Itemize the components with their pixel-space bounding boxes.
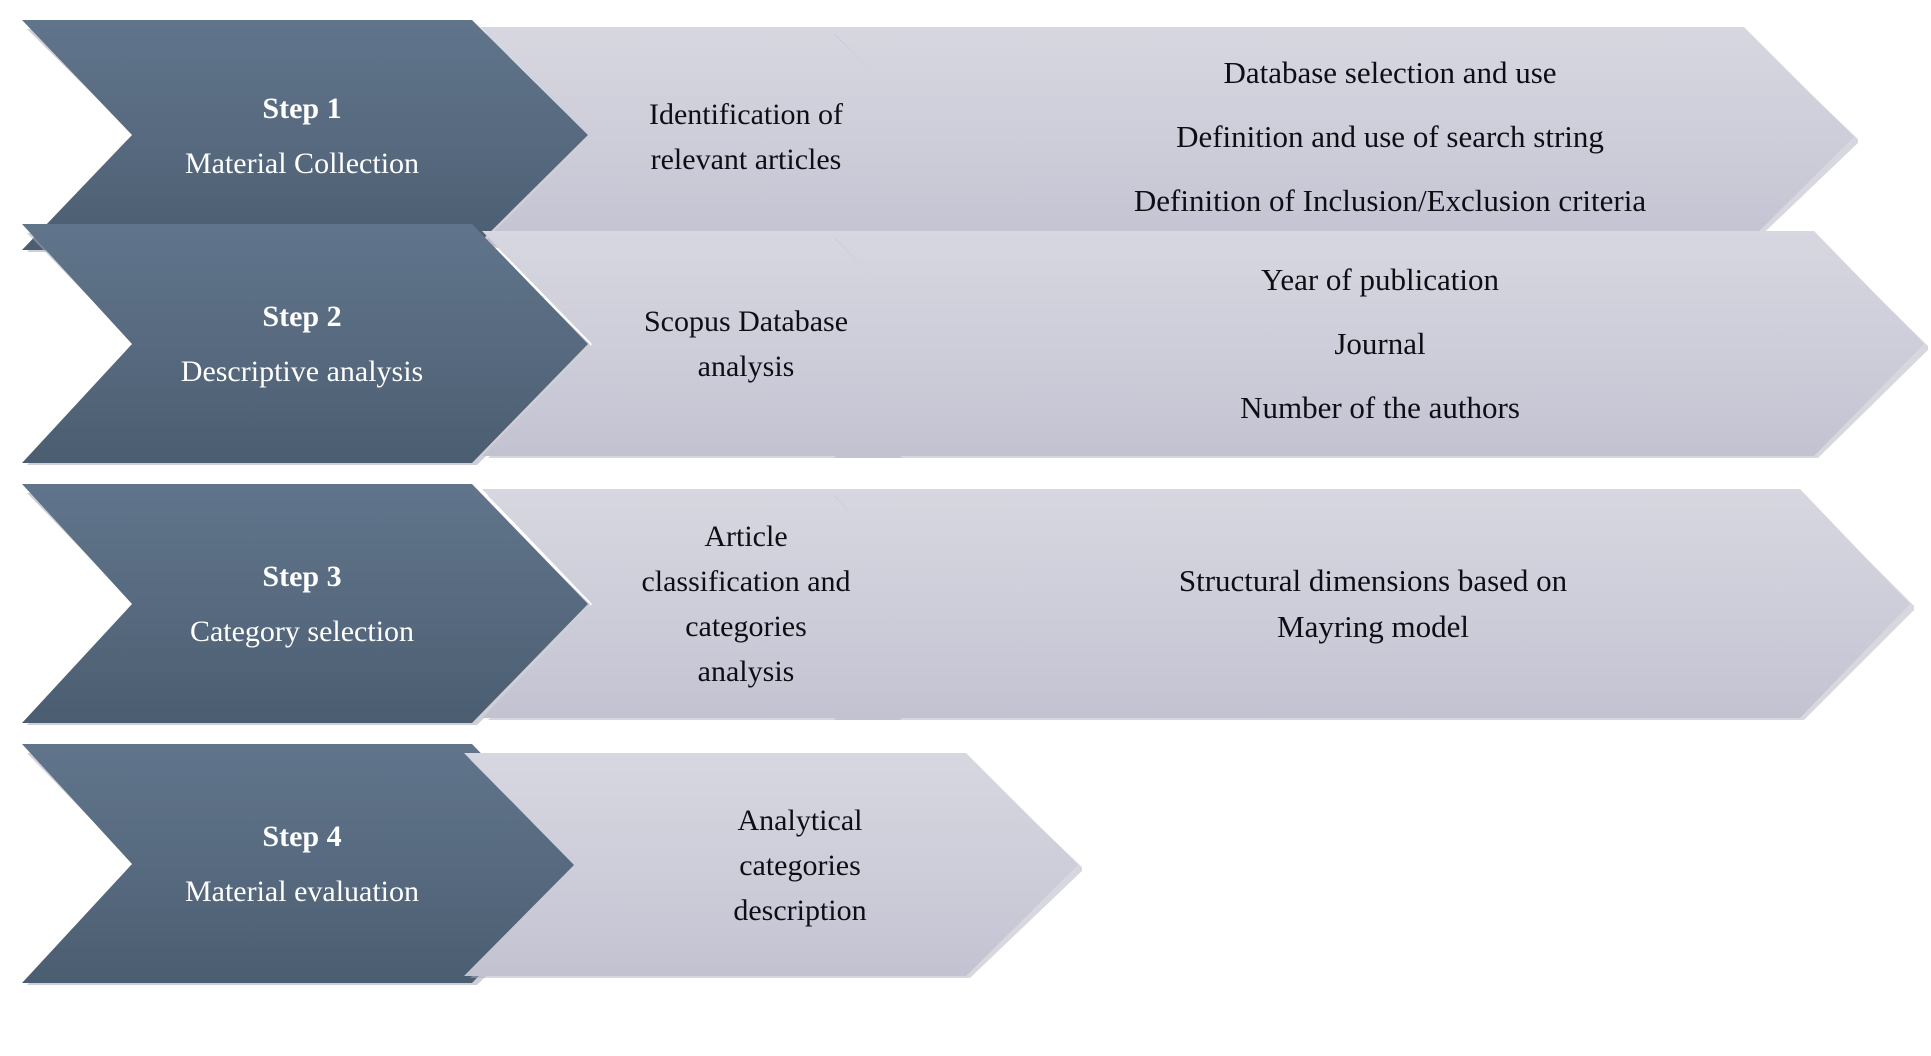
process-row-step-4: Step 4 Material evaluation Analytical ca… (0, 744, 1931, 985)
chevron-shape-light (464, 753, 1082, 978)
step-1-stage-chevron[interactable]: Step 1 Material Collection (14, 18, 590, 253)
process-row-step-2: Step 2 Descriptive analysis Scopus Datab… (0, 224, 1931, 465)
detail-line: Structural dimensions based on (1178, 562, 1568, 598)
chevron-shape-light (828, 231, 1928, 458)
activity-line: Analytical (737, 803, 863, 837)
activity-line: Article (704, 520, 788, 553)
step-2-label: Step 2 (262, 300, 342, 333)
step-1-label: Step 1 (262, 91, 342, 125)
chevron-shape-light (828, 27, 1858, 248)
detail-line: Number of the authors (1240, 390, 1520, 426)
step-1-name: Material Collection (184, 146, 420, 180)
step-1-text: Step 1 Material Collection (14, 89, 590, 183)
chevron-shape-light (828, 489, 1914, 720)
activity-line: categories (739, 848, 861, 882)
step-1-activity-text: Identification of relevant articles (478, 95, 1014, 179)
step-2-stage-chevron[interactable]: Step 2 Descriptive analysis (14, 222, 590, 466)
activity-line: classification and (641, 565, 851, 598)
process-row-step-3: Step 3 Category selection Article classi… (0, 484, 1931, 725)
step-3-stage-chevron[interactable]: Step 3 Category selection (14, 482, 590, 726)
step-4-text: Step 4 Material evaluation (14, 817, 590, 911)
step-4-activity-chevron[interactable]: Analytical categories description (462, 752, 1082, 978)
step-3-detail-text: Structural dimensions based on Mayring m… (826, 561, 1914, 648)
step-4-name: Material evaluation (184, 875, 420, 908)
step-4-stage-chevron[interactable]: Step 4 Material evaluation (14, 742, 590, 986)
activity-line: description (733, 893, 867, 927)
activity-line: Identification of (648, 98, 844, 131)
chevron-shape-dark (22, 224, 590, 465)
detail-line: Database selection and use (1223, 54, 1557, 90)
detail-line: Year of publication (1261, 261, 1499, 297)
step-3-label: Step 3 (262, 560, 342, 593)
activity-line: categories (685, 610, 807, 643)
detail-line: Mayring model (1277, 609, 1469, 644)
step-4-label: Step 4 (262, 820, 342, 853)
step-4-activity-text: Analytical categories description (462, 801, 1082, 930)
step-3-activity-text: Article classification and categories an… (480, 517, 1012, 691)
activity-line: analysis (697, 350, 795, 383)
detail-line: Definition and use of search string (1176, 118, 1604, 154)
step-2-detail-chevron[interactable]: Year of publication Journal Number of th… (826, 230, 1928, 458)
detail-line: Journal (1334, 325, 1426, 361)
chevron-shape-dark (22, 20, 590, 252)
step-1-detail-chevron[interactable]: Database selection and use Definition an… (826, 26, 1858, 248)
step-2-name: Descriptive analysis (180, 355, 424, 388)
process-row-step-1: Step 1 Material Collection Identificatio… (0, 18, 1931, 253)
step-2-text: Step 2 Descriptive analysis (14, 297, 590, 391)
detail-line: Definition of Inclusion/Exclusion criter… (1133, 183, 1647, 219)
chevron-shape-dark (22, 484, 590, 725)
activity-line: analysis (697, 655, 795, 688)
step-3-activity-chevron[interactable]: Article classification and categories an… (480, 488, 1012, 720)
step-2-detail-text: Year of publication Journal Number of th… (826, 260, 1928, 429)
activity-line: relevant articles (650, 143, 842, 176)
step-3-text: Step 3 Category selection (14, 557, 590, 651)
step-2-activity-text: Scopus Database analysis (480, 302, 1012, 386)
activity-line: Scopus Database (643, 305, 849, 338)
chevron-shape-dark (22, 744, 590, 985)
step-3-name: Category selection (189, 615, 415, 648)
step-3-detail-chevron[interactable]: Structural dimensions based on Mayring m… (826, 488, 1914, 720)
step-1-detail-text: Database selection and use Definition an… (826, 53, 1858, 222)
